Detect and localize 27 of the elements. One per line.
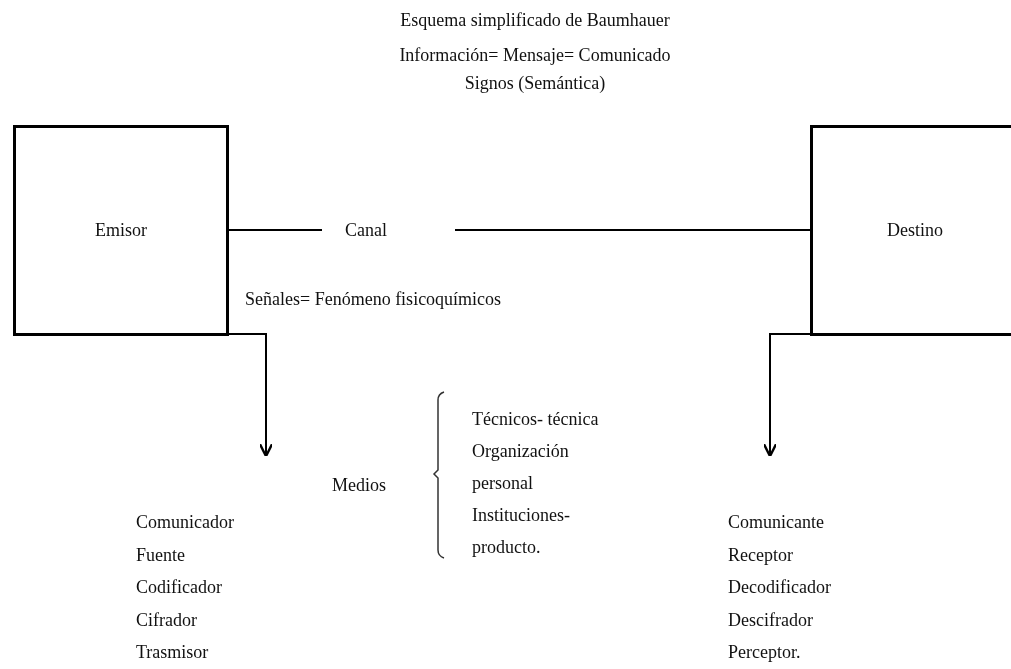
media-item: Organización personal (472, 440, 570, 495)
arrow (227, 333, 274, 458)
media-item: Instituciones- producto. (472, 504, 571, 559)
term: Receptor (728, 543, 794, 567)
term: Perceptor. (728, 641, 802, 664)
term: Cifrador (136, 608, 198, 632)
term: Descifrador (728, 608, 814, 632)
destination-box (810, 125, 1011, 336)
term: Fuente (136, 543, 186, 567)
diagram-title: Esquema simplificado de Baumhauer (399, 10, 671, 31)
media-item: Técnicos- técnica (472, 408, 599, 431)
heading-line: Información= Mensaje= Comunicado (398, 44, 672, 67)
connector-line (454, 229, 811, 231)
term: Comunicante (728, 511, 825, 534)
connector-line (228, 229, 323, 231)
term: Trasmisor (136, 641, 210, 664)
box-label: Emisor (95, 220, 147, 241)
box-label: Destino (887, 220, 943, 241)
signal-note: Señales= Fenómeno fisicoquímicos (245, 288, 502, 311)
arrow (762, 333, 812, 458)
term: Codificador (136, 576, 223, 599)
sender-box (13, 125, 229, 336)
channel-label: Canal (345, 220, 387, 240)
term: Decodificador (728, 576, 832, 599)
term: Comunicador (136, 511, 235, 534)
media-label: Medios (332, 474, 386, 497)
heading-line: Signos (Semántica) (463, 72, 607, 95)
